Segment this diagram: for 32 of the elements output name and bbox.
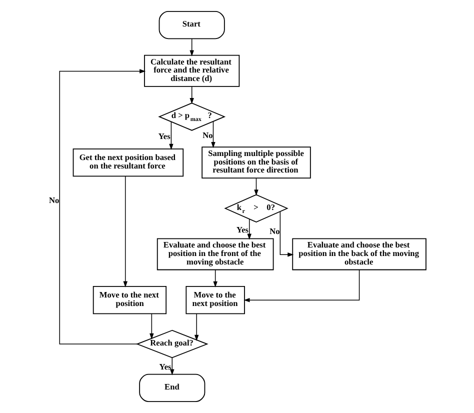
- arrow: [189, 38, 194, 56]
- arrow: [194, 313, 198, 341]
- edge-label: Yes: [158, 132, 170, 142]
- node-box: Calculate the resultant force and the relative distance (d): [144, 54, 240, 87]
- node-box: Move to the next position: [92, 286, 166, 314]
- edge-label: No: [269, 226, 280, 236]
- arrow: [122, 176, 127, 288]
- node-diamond: k$_{r}$ > 0?: [224, 194, 288, 223]
- node-box: Sampling multiple possible positions on the basis of resultant force direction: [201, 146, 310, 179]
- arrow: [149, 313, 154, 340]
- edge-label: No: [202, 130, 212, 140]
- arrow: [58, 69, 146, 344]
- arrow: [246, 218, 251, 240]
- edge-label: Yes: [158, 362, 171, 372]
- node-box: Start: [158, 10, 224, 40]
- edge-label: Yes: [236, 225, 248, 234]
- node-box: Evaluate and choose the best position in the back of the moving obstacle: [292, 238, 426, 270]
- arrow: [279, 211, 294, 257]
- node-box: Get the next position based on the resultant force: [72, 148, 184, 177]
- arrow: [212, 270, 217, 288]
- arrow: [168, 122, 173, 150]
- node-box: Move to the next position: [185, 286, 244, 314]
- arrow: [170, 357, 174, 376]
- node-box: End: [138, 374, 205, 402]
- node-diamond: Reach goal?: [135, 330, 208, 358]
- node-box: Evaluate and choose the best position in the front of the moving obstacle: [156, 238, 274, 270]
- edge-label: No: [48, 196, 59, 206]
- node-diamond: d > p$_{max}$ ?: [158, 102, 226, 131]
- arrow: [189, 86, 194, 104]
- arrow: [210, 121, 215, 148]
- arrow: [254, 178, 258, 196]
- arrow: [243, 270, 360, 302]
